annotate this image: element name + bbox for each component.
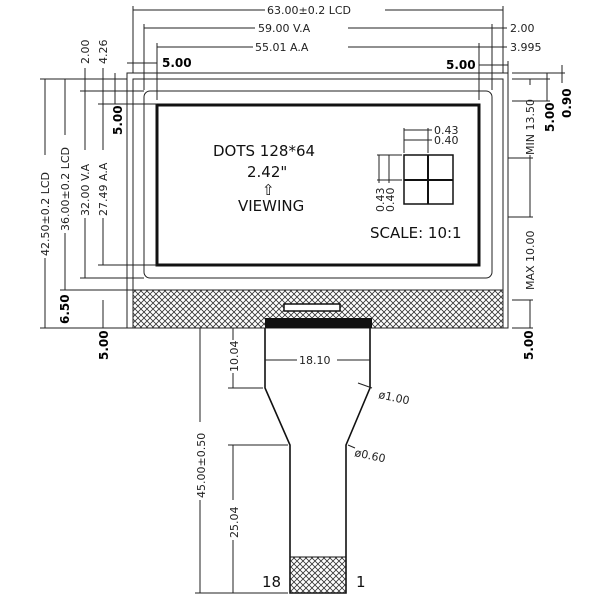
- pixel-height: 0.40: [384, 188, 397, 213]
- aa-width-dim: 55.01 A.A: [255, 41, 309, 54]
- lcd-outline: [126, 72, 509, 329]
- aa-height-dim: 27.49 A.A: [97, 162, 110, 216]
- fpc-length-dim: 45.00±0.50: [195, 433, 208, 498]
- lcd-height-dim: 42.50±0.2 LCD: [39, 172, 52, 256]
- right-margin-dim: 5.00: [543, 102, 557, 132]
- pixel-height-pitch: 0.43: [374, 188, 387, 213]
- active-area: [155, 103, 481, 267]
- right-090-dim: 0.90: [560, 88, 574, 118]
- left-dimension-lines: [40, 68, 157, 329]
- fpc-contact-pads: [289, 556, 347, 594]
- fpc-width-dim: 18.10: [299, 354, 331, 367]
- bottom-650-dim: 6.50: [58, 294, 72, 324]
- top-dimension-lines: [127, 6, 508, 100]
- max-1000-dim: MAX 10.00: [524, 230, 537, 290]
- top-right-margin-dim: 5.00: [446, 58, 476, 72]
- scale-label: SCALE: 10:1: [370, 224, 462, 242]
- lcd-height2-dim: 36.00±0.2 LCD: [59, 147, 72, 231]
- right-aa-offset-dim: 3.995: [510, 41, 542, 54]
- pin-1-label: 1: [356, 573, 366, 591]
- bottom-left-margin-dim: 5.00: [97, 330, 111, 360]
- pixel-width-pitch: 0.43: [434, 124, 459, 137]
- left-2-dim: 2.00: [79, 40, 92, 65]
- viewing-area: [143, 90, 493, 279]
- right-dimension-lines: [507, 61, 565, 329]
- viewing-label: VIEWING: [238, 197, 304, 215]
- pin-18-label: 18: [262, 573, 281, 591]
- size-label: 2.42": [247, 163, 287, 181]
- lcd-width-dim: 63.00±0.2 LCD: [267, 4, 351, 17]
- viewing-arrow-icon: ⇧: [262, 181, 275, 199]
- min-1350-dim: MIN 13.50: [524, 99, 537, 155]
- fpc-2504-dim: 25.04: [228, 507, 241, 539]
- fpc-cable: [195, 328, 373, 594]
- top-left-margin-dim: 5.00: [162, 56, 192, 70]
- pixel-detail: [377, 128, 454, 205]
- fpc-radius-060-dim: ø0.60: [353, 446, 386, 465]
- fpc-1004-dim: 10.04: [228, 341, 241, 373]
- va-width-dim: 59.00 V.A: [258, 22, 311, 35]
- dots-label: DOTS 128*64: [213, 142, 315, 160]
- left-426-dim: 4.26: [97, 40, 110, 65]
- right-va-offset-dim: 2.00: [510, 22, 535, 35]
- fpc-radius-100-dim: ø1.00: [377, 388, 410, 407]
- left-margin-dim: 5.00: [111, 105, 125, 135]
- va-height-dim: 32.00 V.A: [79, 163, 92, 216]
- pixel-width: 0.40: [434, 134, 459, 147]
- bottom-right-margin-dim: 5.00: [522, 330, 536, 360]
